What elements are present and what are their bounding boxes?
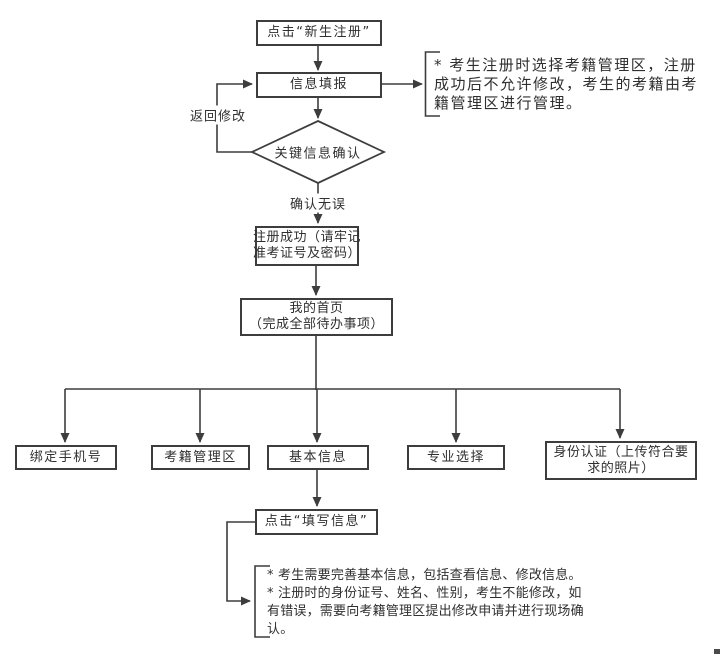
- node-exam-admin-area: 考籍管理区: [151, 445, 250, 470]
- edge-label-return-modify: 返回修改: [187, 105, 249, 125]
- register-note-line1: * 考生注册时选择考籍管理区，注册: [434, 56, 697, 74]
- node-click-fill-info: 点击“填写信息”: [255, 509, 378, 535]
- register-note-line3: 籍管理区进行管理。: [434, 94, 583, 112]
- node-identity-auth-line2: 求的照片）: [587, 460, 655, 476]
- node-identity-auth: 身份认证（上传符合要 求的照片）: [545, 441, 697, 480]
- node-info-fill-label: 信息填报: [289, 77, 348, 92]
- edge-label-confirm-ok: 确认无误: [287, 193, 349, 213]
- basic-info-note-line2: * 注册时的身份证号、姓名、性别，考生不能修改，如: [267, 586, 582, 601]
- node-click-new-register-label: 点击“新生注册”: [267, 25, 371, 40]
- node-exam-admin-area-label: 考籍管理区: [164, 449, 237, 465]
- node-basic-info: 基本信息: [267, 445, 369, 470]
- node-my-homepage-line2: （完成全部待办事项）: [248, 317, 384, 332]
- node-register-success: 注册成功（请牢记 准考证号及密码）: [253, 226, 362, 266]
- basic-info-note-line3: 有错误，需要向考籍管理区提出修改申请并进行现场确: [267, 604, 584, 619]
- corner-mark: [714, 649, 720, 654]
- arrow-fill-info-to-note: [226, 521, 255, 606]
- node-my-homepage: 我的首页 （完成全部待办事项）: [240, 298, 393, 336]
- node-major-select: 专业选择: [407, 445, 505, 470]
- basic-info-note-line4: 认。: [267, 622, 294, 637]
- node-basic-info-label: 基本信息: [288, 449, 347, 465]
- node-click-new-register: 点击“新生注册”: [256, 20, 382, 46]
- node-click-fill-info-label: 点击“填写信息”: [264, 514, 369, 529]
- node-major-select-label: 专业选择: [426, 449, 485, 465]
- note-bracket-bottom: [254, 565, 270, 638]
- node-bind-phone: 绑定手机号: [15, 445, 117, 470]
- note-bracket-top: [424, 51, 440, 117]
- register-note: * 考生注册时选择考籍管理区，注册 成功后不允许修改，考生的考籍由考 籍管理区进…: [434, 56, 698, 113]
- node-bind-phone-label: 绑定手机号: [29, 449, 103, 465]
- basic-info-note-line1: * 考生需要完善基本信息，包括查看信息、修改信息。: [267, 568, 582, 583]
- node-decision-label: 关键信息确认: [274, 146, 362, 162]
- basic-info-note: * 考生需要完善基本信息，包括查看信息、修改信息。 * 注册时的身份证号、姓名、…: [267, 567, 584, 639]
- node-identity-auth-line1: 身份认证（上传符合要: [553, 444, 689, 460]
- node-info-fill: 信息填报: [256, 72, 382, 98]
- node-register-success-line1: 注册成功（请牢记: [253, 230, 362, 245]
- node-my-homepage-line1: 我的首页: [289, 301, 344, 316]
- node-register-success-line2: 准考证号及密码）: [253, 246, 362, 261]
- register-note-line2: 成功后不允许修改，考生的考籍由考: [434, 75, 699, 93]
